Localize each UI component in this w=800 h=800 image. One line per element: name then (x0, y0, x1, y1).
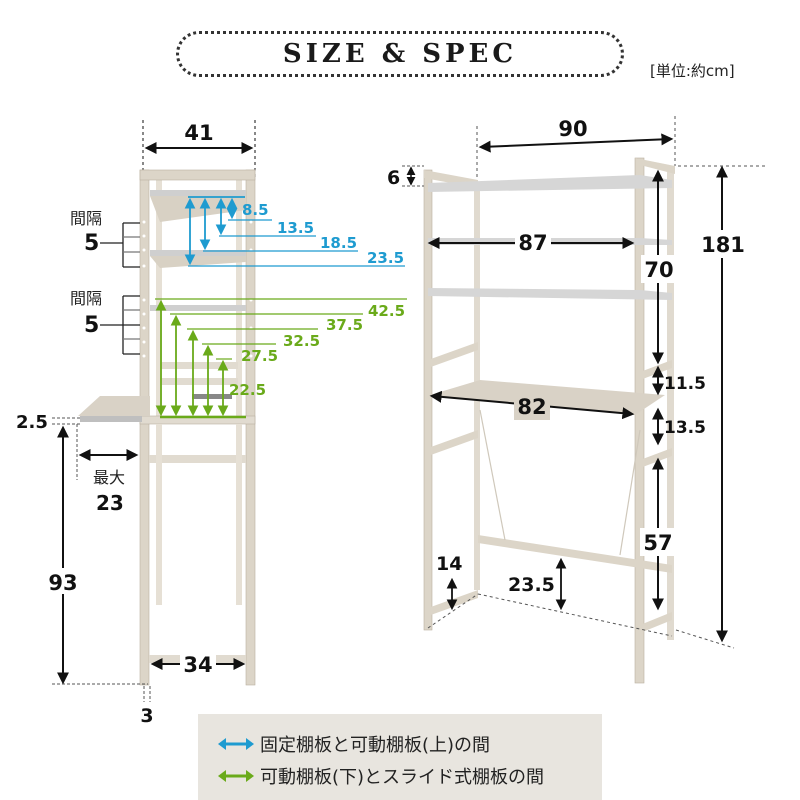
legend-label-green: 可動棚板(下)とスライド式棚板の間 (260, 767, 545, 788)
legend: 固定棚板と可動棚板(上)の間 可動棚板(下)とスライド式棚板の間 (198, 714, 602, 800)
page-title: SIZE & SPEC (282, 39, 518, 69)
upper-gap-dim: 70 (644, 258, 673, 282)
green-dimensions (155, 298, 407, 419)
green-double-arrow-icon (218, 770, 254, 782)
gap-below-slide: 13.5 (664, 418, 706, 438)
back-rail-height: 23.5 (508, 574, 555, 596)
slide-height: 93 (48, 571, 77, 595)
slide-max-value: 23 (96, 491, 124, 515)
base-depth: 34 (183, 653, 212, 677)
slide-width-dim: 82 (517, 395, 546, 419)
top-rail-dim: 6 (387, 167, 400, 189)
inner-width-dim: 87 (518, 231, 547, 255)
green-dim-5: 22.5 (229, 381, 266, 399)
legend-item-blue: 固定棚板と可動棚板(上)の間 (218, 728, 602, 760)
pitch-value-upper: 5 (84, 231, 99, 256)
slide-max-label: 最大 (93, 468, 125, 487)
legend-label-blue: 固定棚板と可動棚板(上)の間 (260, 735, 491, 756)
blue-dimensions (184, 196, 405, 267)
front-view: 90 6 87 7 (387, 116, 765, 684)
total-height-dim: 181 (701, 233, 745, 257)
blue-dim-3: 18.5 (320, 234, 357, 252)
green-dim-2: 37.5 (326, 316, 363, 334)
pitch-value-lower: 5 (84, 313, 99, 338)
slide-thickness: 2.5 (16, 412, 48, 433)
unit-label: [単位:約cm] (650, 62, 735, 80)
pitch-label-lower: 間隔 (70, 289, 102, 308)
blue-dim-1: 8.5 (242, 201, 269, 219)
front-width-label: 90 (558, 117, 587, 141)
side-rail-height: 14 (436, 553, 462, 575)
legend-item-green: 可動棚板(下)とスライド式棚板の間 (218, 760, 602, 792)
blue-dim-2: 13.5 (277, 219, 314, 237)
gap-above-slide: 11.5 (664, 374, 706, 394)
blue-double-arrow-icon (218, 738, 254, 750)
title-box: SIZE & SPEC (176, 31, 624, 77)
green-dim-1: 42.5 (368, 302, 405, 320)
blue-dim-4: 23.5 (367, 249, 404, 267)
side-width-label: 41 (184, 121, 213, 145)
green-dim-4: 27.5 (241, 347, 278, 365)
green-dim-3: 32.5 (283, 332, 320, 350)
foot-height: 3 (140, 705, 153, 727)
lower-gap-dim: 57 (643, 531, 672, 555)
side-view: 41 間 (16, 120, 407, 727)
pitch-label-upper: 間隔 (70, 209, 102, 228)
